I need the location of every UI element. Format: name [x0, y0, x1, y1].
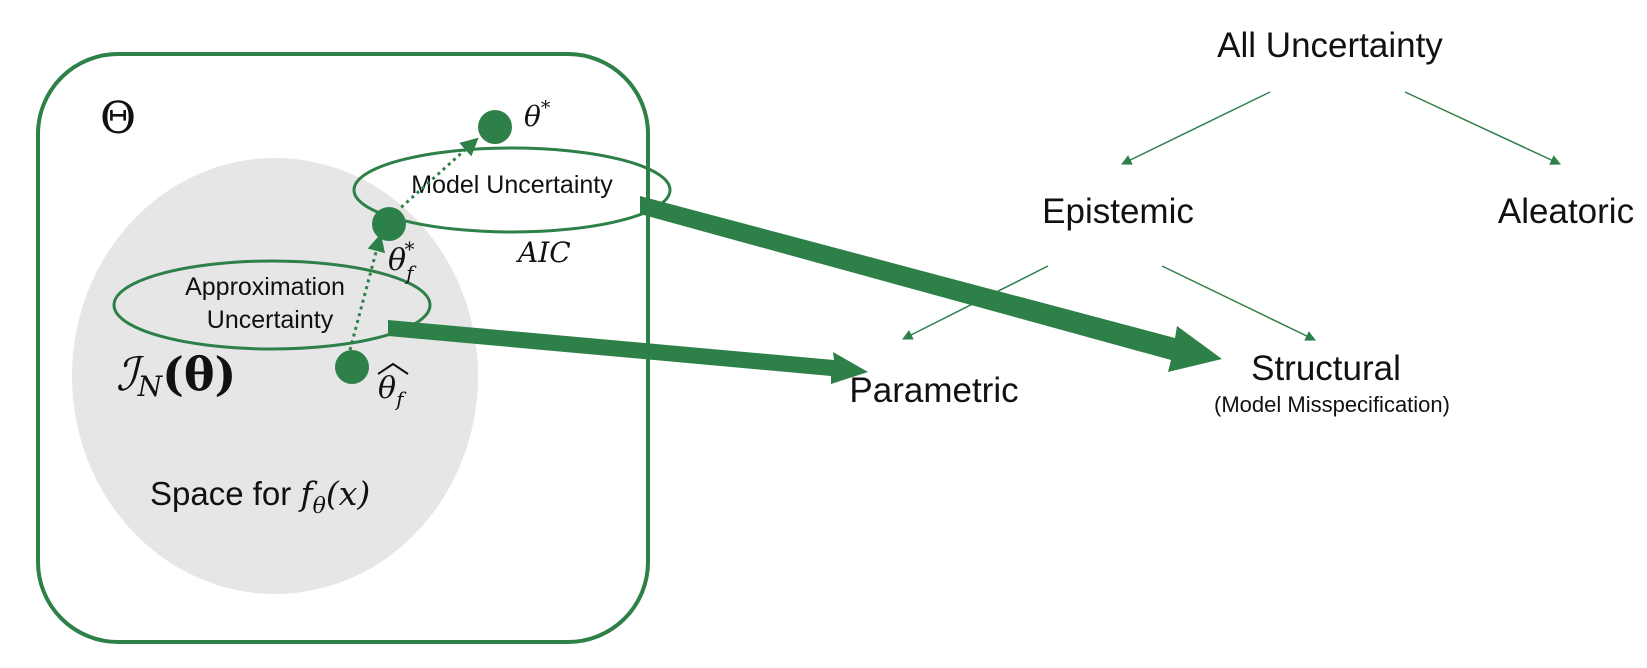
theta-f-hat-point [335, 350, 369, 384]
thick-arrow-model-to-structural [640, 196, 1222, 372]
tree-node-structural: Structural [1251, 349, 1401, 388]
approximation-uncertainty-label-line2: Uncertainty [207, 306, 334, 334]
approximation-uncertainty-label-line1: Approximation [185, 273, 345, 301]
approximation-uncertainty-ellipse [112, 259, 432, 351]
tree-node-parametric: Parametric [849, 371, 1018, 410]
theta-f-star-label: θf* [388, 237, 417, 285]
model-uncertainty-ellipse [352, 146, 672, 234]
fisher-information-label: ℐN(θ) [116, 347, 236, 403]
function-space-region [72, 158, 478, 594]
tree-edge-epistemic-to-structural [1161, 265, 1316, 341]
theta-f-star-point [372, 207, 406, 241]
theta-space-symbol: Θ [100, 93, 136, 144]
model-uncertainty-label: Model Uncertainty [411, 171, 613, 199]
tree-node-aleatoric: Aleatoric [1498, 192, 1634, 231]
aic-label: AIC [515, 236, 571, 269]
tree-node-structural-note: (Model Misspecification) [1214, 392, 1450, 417]
function-space-label: Space for fθ(x) [150, 474, 370, 519]
tree-node-all-uncertainty: All Uncertainty [1217, 26, 1443, 65]
tree-edge-root-to-epistemic [1121, 91, 1271, 165]
theta-star-label: θ* [524, 97, 551, 133]
dotted-arrow-hat-to-fstar [348, 233, 386, 351]
tree-edge-root-to-aleatoric [1404, 91, 1561, 165]
theta-star-point [478, 110, 512, 144]
tree-edge-epistemic-to-parametric [902, 265, 1049, 340]
tree-node-epistemic: Epistemic [1042, 192, 1194, 231]
thick-arrow-approximation-to-parametric [388, 320, 868, 384]
